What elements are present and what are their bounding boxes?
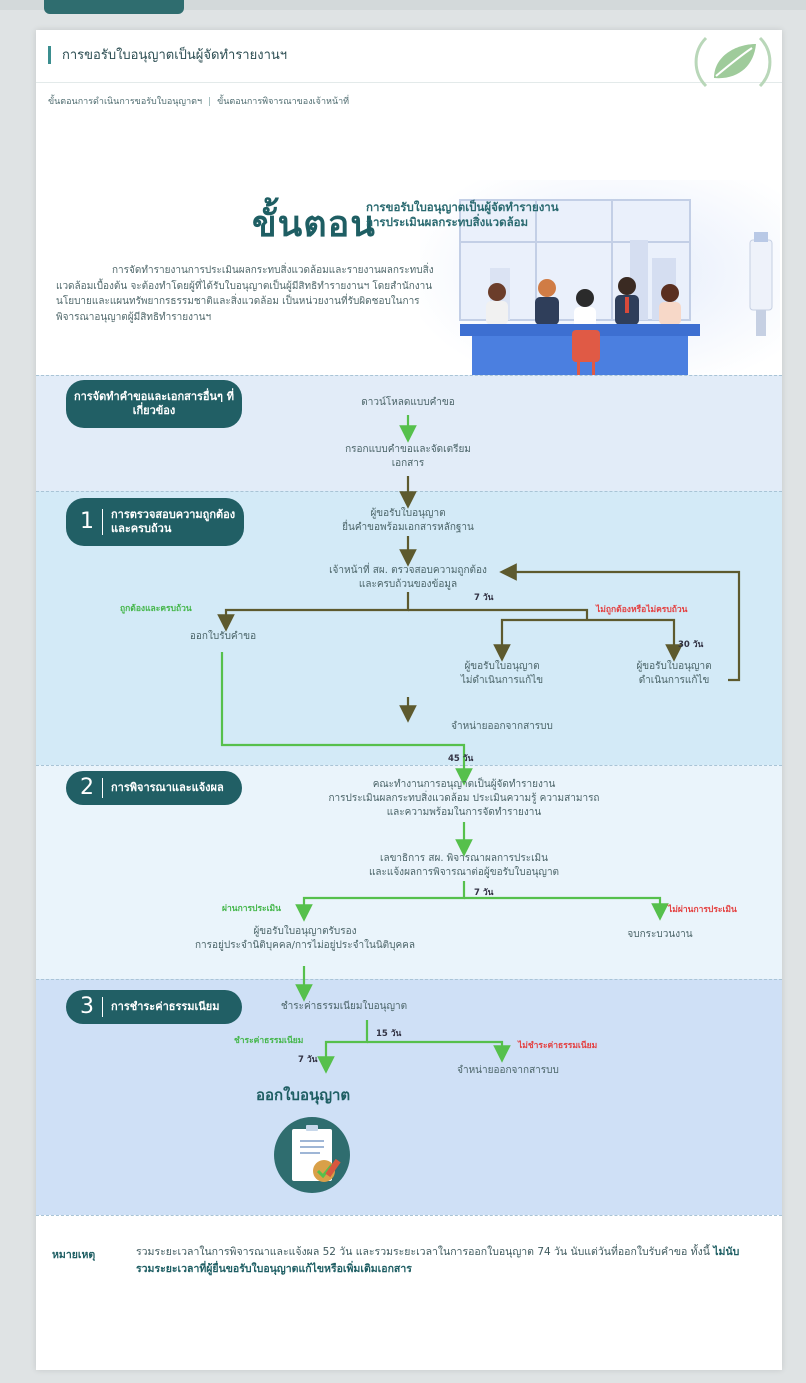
step-do-fix-line1: ผู้ขอรับใบอนุญาต — [636, 661, 712, 672]
step-committee-evaluate: คณะทำงานการอนุญาตเป็นผู้จัดทำรายงาน การป… — [280, 778, 648, 820]
pill-preparation: การจัดทำคำขอและเอกสารอื่นๆ ที่เกี่ยวข้อง — [66, 380, 242, 428]
step-dispose-2: จำหน่ายออกจากสารบบ — [457, 1065, 559, 1076]
step-secretary-notify: เลขาธิการ สผ. พิจารณาผลการประเมิน และแจ้… — [330, 852, 598, 880]
pill-divider — [102, 509, 103, 535]
section-divider — [36, 979, 782, 980]
note-text-bold: ไม่นับรวมระยะเวลาที่ผู้ยื่นขอรับใบอนุญาต… — [136, 1246, 740, 1275]
pill-divider — [102, 997, 103, 1017]
step-pass-line1: ผู้ขอรับใบอนุญาตรับรอง — [253, 926, 357, 937]
step-submit-request: ผู้ขอรับใบอนุญาต ยื่นคำขอพร้อมเอกสารหลัก… — [298, 507, 518, 535]
note-text: รวมระยะเวลาในการพิจารณาและแจ้งผล 52 วัน … — [136, 1244, 756, 1278]
intro-paragraph: การจัดทำรายงานการประเมินผลกระทบสิ่งแวดล้… — [56, 265, 434, 323]
label-paid: ชำระค่าธรรมเนียม — [234, 1036, 304, 1046]
section-divider — [36, 765, 782, 766]
step-fill-form-line1: กรอกแบบคำขอและจัดเตรียม — [345, 444, 471, 455]
step-committee-line2: การประเมินผลกระทบสิ่งแวดล้อม ประเมินความ… — [328, 793, 600, 804]
hero-big-word: ขั้นตอน — [252, 204, 376, 245]
arrow-receipt-to-committee — [220, 652, 473, 786]
step-secretary-line2: และแจ้งผลการพิจารณาต่อผู้ขอรับใบอนุญาต — [368, 867, 560, 878]
step-number-1: 1 — [80, 509, 94, 534]
step-pass-certify: ผู้ขอรับใบอนุญาตรับรอง การอยู่ประจำนิติบ… — [170, 925, 440, 953]
arrow-fix-loop — [499, 563, 741, 682]
section-divider — [36, 375, 782, 376]
duration-45: 45 วัน — [448, 754, 474, 764]
step-download-form: ดาวน์โหลดแบบคำขอ — [361, 397, 455, 408]
step-do-fix: ผู้ขอรับใบอนุญาต ดำเนินการแก้ไข — [616, 660, 732, 688]
pill-step-2: 2 การพิจารณาและแจ้งผล — [66, 771, 242, 805]
step-no-fix-line2: ไม่ดำเนินการแก้ไข — [460, 675, 544, 686]
arrow-fail — [464, 896, 669, 921]
label-correct-complete: ถูกต้องและครบถ้วน — [120, 604, 192, 614]
step-submit-line1: ผู้ขอรับใบอนุญาต — [370, 508, 446, 519]
duration-consideration: 7 วัน — [474, 888, 494, 898]
hero-subtitle: การขอรับใบอนุญาตเป็นผู้จัดทำรายงาน การปร… — [366, 200, 559, 230]
hero-subtitle-line2: การประเมินผลกระทบสิ่งแวดล้อม — [366, 215, 529, 229]
step-committee-line3: และความพร้อมในการจัดทำรายงาน — [386, 807, 542, 818]
breadcrumb-item-officer[interactable]: ขั้นตอนการพิจารณาของเจ้าหน้าที่ — [217, 97, 350, 107]
duration-fix: 30 วัน — [678, 640, 704, 650]
step-no-fix-line1: ผู้ขอรับใบอนุญาต — [464, 661, 540, 672]
duration-7: 7 วัน — [298, 1055, 318, 1065]
step-pass-line2: การอยู่ประจำนิติบุคคล/การไม่อยู่ประจำในน… — [194, 940, 416, 951]
arrow-check-bad — [408, 608, 589, 620]
meeting-illustration — [420, 180, 780, 385]
step-end-process: จบกระบวนงาน — [627, 929, 693, 940]
pill-step-1: 1 การตรวจสอบความถูกต้อง และครบถ้วน — [66, 498, 244, 546]
label-unpaid: ไม่ชำระค่าธรรมเนียม — [518, 1041, 598, 1051]
pill-step-1-label: การตรวจสอบความถูกต้อง และครบถ้วน — [111, 508, 235, 536]
pill-step-2-label: การพิจารณาและแจ้งผล — [111, 781, 224, 794]
step-issue-license: ออกใบอนุญาต — [256, 1086, 351, 1104]
arrow-paid — [317, 1020, 369, 1074]
duration-check: 7 วัน — [474, 593, 494, 603]
arrow-unpaid — [367, 1040, 511, 1063]
note-label: หมายเหตุ — [52, 1249, 96, 1261]
arrow-pass — [295, 881, 466, 922]
header-accent-bar — [48, 46, 51, 64]
content-card: การขอรับใบอนุญาตเป็นผู้จัดทำรายงานฯ ขั้น… — [36, 30, 782, 1370]
breadcrumb-item-process[interactable]: ขั้นตอนการดำเนินการขอรับใบอนุญาตฯ — [48, 97, 203, 107]
step-officer-check: เจ้าหน้าที่ สผ. ตรวจสอบความถูกต้อง และคร… — [298, 564, 518, 592]
step-committee-line1: คณะทำงานการอนุญาตเป็นผู้จัดทำรายงาน — [372, 779, 556, 790]
pill-step-1-line2: และครบถ้วน — [111, 522, 172, 535]
flow-arrows — [217, 415, 741, 1074]
pill-step-3-label: การชำระค่าธรรมเนียม — [111, 1000, 220, 1013]
duration-15: 15 วัน — [376, 1029, 402, 1039]
step-no-fix: ผู้ขอรับใบอนุญาต ไม่ดำเนินการแก้ไข — [436, 660, 568, 688]
label-incorrect: ไม่ถูกต้องหรือไม่ครบถ้วน — [596, 605, 688, 615]
step-pay-fee: ชำระค่าธรรมเนียมใบอนุญาต — [280, 1001, 408, 1012]
arrow-to-fix — [587, 618, 683, 662]
hero-subtitle-line1: การขอรับใบอนุญาตเป็นผู้จัดทำรายงาน — [366, 200, 559, 214]
step-check-line2: และครบถ้วนของข้อมูล — [358, 579, 458, 590]
leaf-logo-icon — [694, 36, 772, 88]
step-secretary-line1: เลขาธิการ สผ. พิจารณาผลการประเมิน — [380, 853, 548, 864]
label-fail: ไม่ผ่านการประเมิน — [668, 905, 737, 915]
section-divider — [36, 1215, 782, 1216]
breadcrumb-separator: | — [208, 97, 212, 107]
step-fill-form-line2: เอกสาร — [391, 458, 425, 469]
step-number-2: 2 — [80, 775, 94, 800]
note-text-normal: รวมระยะเวลาในการพิจารณาและแจ้งผล 52 วัน … — [136, 1246, 714, 1258]
license-document-icon — [274, 1117, 350, 1193]
pill-preparation-label: การจัดทำคำขอและเอกสารอื่นๆ ที่เกี่ยวข้อง — [73, 390, 235, 417]
step-submit-line2: ยื่นคำขอพร้อมเอกสารหลักฐาน — [342, 522, 474, 533]
page-title: การขอรับใบอนุญาตเป็นผู้จัดทำรายงานฯ — [62, 48, 288, 63]
step-issue-receipt: ออกใบรับคำขอ — [189, 631, 257, 642]
pill-divider — [102, 778, 103, 798]
page-header: การขอรับใบอนุญาตเป็นผู้จัดทำรายงานฯ — [36, 30, 782, 88]
breadcrumb: ขั้นตอนการดำเนินการขอรับใบอนุญาตฯ | ขั้นตอ… — [48, 94, 349, 108]
step-number-3: 3 — [80, 994, 94, 1019]
arrow-to-nofix — [493, 618, 587, 662]
step-fill-form: กรอกแบบคำขอและจัดเตรียม เอกสาร — [326, 443, 490, 471]
arrow-check-ok — [217, 592, 410, 632]
label-pass: ผ่านการประเมิน — [222, 904, 281, 914]
pill-step-3: 3 การชำระค่าธรรมเนียม — [66, 990, 242, 1024]
browser-tab — [44, 0, 184, 14]
step-check-line1: เจ้าหน้าที่ สผ. ตรวจสอบความถูกต้อง — [329, 565, 487, 576]
pill-step-1-line1: การตรวจสอบความถูกต้อง — [111, 508, 236, 521]
step-dispose-1: จำหน่ายออกจากสารบบ — [451, 721, 553, 732]
step-do-fix-line2: ดำเนินการแก้ไข — [638, 675, 710, 686]
browser-top-bar — [0, 0, 806, 10]
